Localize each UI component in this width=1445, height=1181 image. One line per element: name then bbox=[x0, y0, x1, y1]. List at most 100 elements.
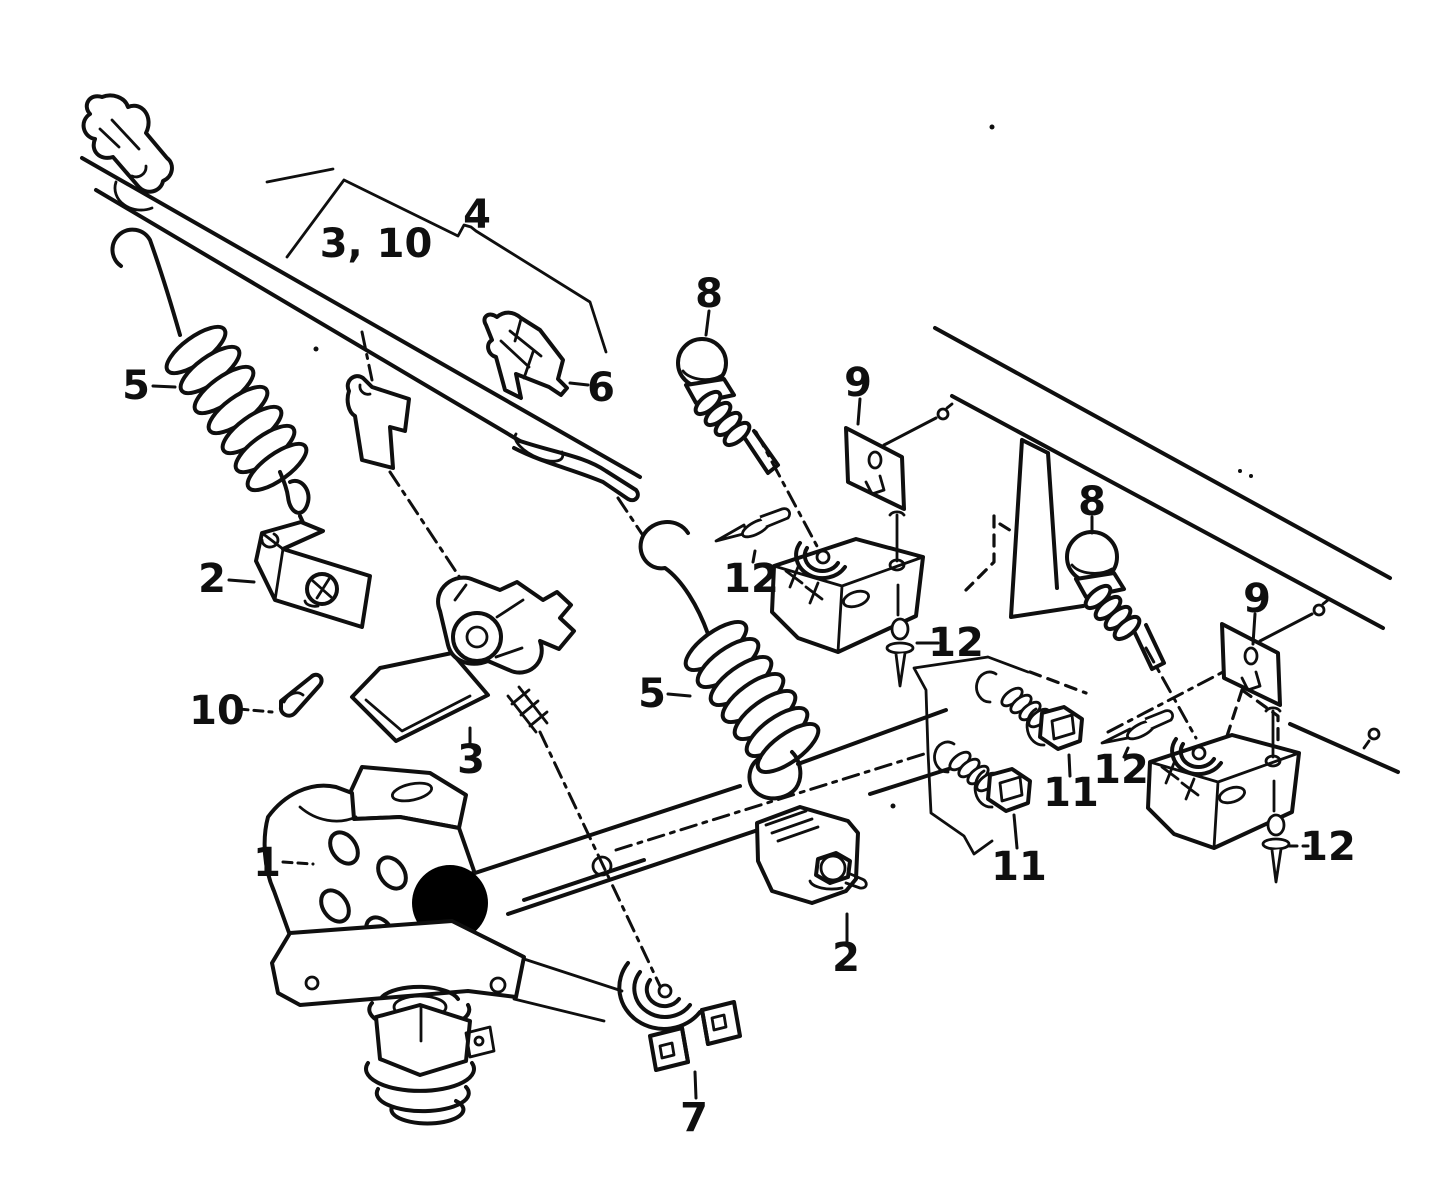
bolt-head-arc bbox=[1070, 563, 1114, 575]
hex-head bbox=[986, 767, 1032, 813]
speck bbox=[1249, 474, 1253, 478]
callout-5a: 5 bbox=[122, 363, 150, 409]
pin-end bbox=[282, 691, 305, 704]
hole-marker-tail bbox=[1362, 739, 1371, 750]
phantom-triangle-1 bbox=[964, 514, 1018, 592]
callout-3: 3 bbox=[457, 737, 485, 783]
spring-bottom-hook bbox=[278, 470, 311, 531]
bolt-shaft bbox=[742, 429, 780, 475]
flange-hole bbox=[304, 975, 320, 991]
clip-outline bbox=[482, 310, 569, 400]
bolt-part-8-lower bbox=[1065, 530, 1166, 671]
callout-12a: 12 bbox=[723, 556, 779, 602]
bolt-head-arc bbox=[681, 369, 724, 381]
phantom-outline bbox=[912, 655, 1030, 856]
rubber-block-part-2-left bbox=[254, 520, 372, 629]
callout-9b: 9 bbox=[1243, 576, 1271, 622]
callout-6: 6 bbox=[587, 365, 615, 411]
bracket-assembly-part-1 bbox=[262, 708, 960, 1126]
housing-detail bbox=[453, 583, 525, 659]
rubber-block-part-2-right bbox=[755, 805, 868, 905]
callout-leader-11a bbox=[1067, 753, 1072, 778]
assembly-centerlines bbox=[360, 330, 1248, 988]
callout-range-3-10: 3, 10 bbox=[320, 221, 433, 267]
clevis-end bbox=[81, 93, 174, 194]
splined-pin bbox=[506, 685, 549, 734]
range-bracket-3-10-4 bbox=[265, 167, 608, 354]
callout-5b: 5 bbox=[638, 671, 666, 717]
mount-lower-rings bbox=[364, 1061, 476, 1126]
screw-head bbox=[305, 572, 339, 606]
support-arm bbox=[470, 708, 960, 916]
flange-arm bbox=[512, 957, 624, 1023]
phantom-pedal-bracket bbox=[912, 655, 1088, 856]
callout-12b: 12 bbox=[928, 620, 984, 666]
hex-facet bbox=[973, 769, 1024, 809]
callout-8a: 8 bbox=[695, 271, 723, 317]
hex-head bbox=[1038, 705, 1084, 751]
flange-hole bbox=[489, 976, 507, 994]
lever-part-3 bbox=[350, 575, 576, 743]
pin-head bbox=[1144, 709, 1174, 731]
callout-leader-6 bbox=[568, 381, 590, 387]
callout-leader-5a bbox=[151, 384, 177, 389]
body-panel-lines bbox=[313, 124, 1392, 809]
rod-guide-plate bbox=[345, 374, 411, 470]
pin-head bbox=[759, 507, 791, 529]
hex-facet bbox=[1025, 707, 1076, 747]
callout-leader-2a bbox=[227, 578, 256, 584]
grommet-center bbox=[657, 983, 673, 999]
hole-marker-icon bbox=[1367, 727, 1381, 741]
spring-top-hook bbox=[638, 520, 710, 636]
callout-leader-9a bbox=[856, 397, 862, 426]
wing-holes bbox=[658, 1013, 728, 1060]
callout-leader-8a bbox=[704, 309, 711, 337]
bolt-part-11-upper bbox=[1000, 686, 1084, 751]
panel-rib bbox=[1009, 438, 1085, 619]
coil bbox=[245, 441, 309, 493]
callout-11a: 11 bbox=[1043, 770, 1099, 816]
guide-plate-hook bbox=[358, 383, 372, 396]
grommet-body bbox=[680, 1008, 710, 1064]
boss-hole bbox=[473, 1035, 485, 1047]
rod-spoon-slot bbox=[513, 432, 565, 463]
panel-edge-lines bbox=[933, 326, 1392, 630]
top-box-slot bbox=[390, 781, 434, 803]
grommet-rings bbox=[617, 961, 702, 1031]
spring-top-hook bbox=[110, 227, 182, 337]
callout-12c: 12 bbox=[1093, 747, 1149, 793]
washer-c bbox=[933, 670, 998, 774]
callout-leader-9b bbox=[1251, 612, 1257, 646]
stud bbox=[808, 871, 868, 891]
rod-edges bbox=[80, 156, 642, 479]
callout-11b: 11 bbox=[991, 844, 1047, 890]
pivot-ring bbox=[451, 611, 503, 663]
range-bracket-lines bbox=[265, 167, 608, 354]
callout-leader-12a bbox=[751, 549, 757, 564]
callout-leader-12c bbox=[1122, 746, 1130, 759]
clip-detail bbox=[499, 317, 543, 380]
callout-7: 7 bbox=[680, 1095, 708, 1141]
tension-spring-right bbox=[638, 520, 821, 801]
drive-pin-part-12-third bbox=[1100, 709, 1174, 745]
callout-8b: 8 bbox=[1078, 479, 1106, 525]
nut-circle bbox=[819, 854, 847, 882]
bolt-hole bbox=[376, 855, 408, 891]
centerline bbox=[360, 330, 1248, 988]
bolt-rib bbox=[1112, 614, 1142, 642]
screw-slot bbox=[303, 577, 333, 608]
bolt-shaft bbox=[1132, 623, 1166, 671]
grommet-part-7 bbox=[617, 961, 742, 1072]
pivot-hole bbox=[465, 625, 489, 649]
block-edges bbox=[260, 531, 285, 602]
bolt-part-8-upper bbox=[676, 337, 780, 475]
speck bbox=[1238, 469, 1242, 473]
phantom-outline-dashes bbox=[1028, 670, 1088, 695]
block-ribs bbox=[764, 809, 820, 843]
bolt-part-11-lower bbox=[948, 750, 1032, 813]
callout-2a: 2 bbox=[198, 556, 226, 602]
callout-12d: 12 bbox=[1300, 824, 1356, 870]
